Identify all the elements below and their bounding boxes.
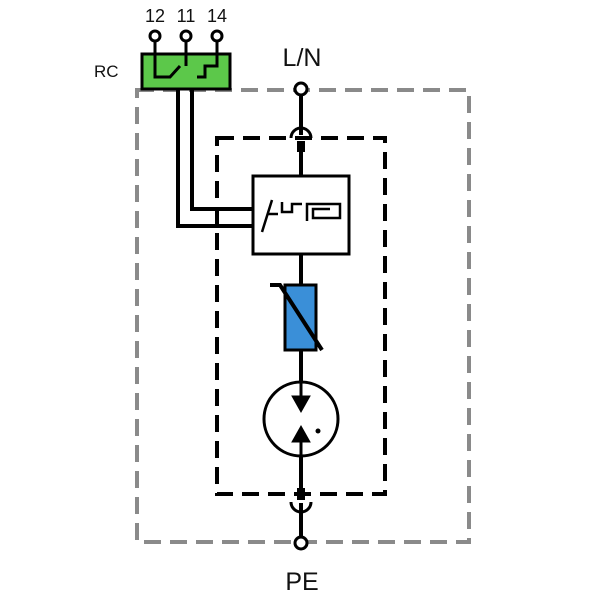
protective-earth-label: PE (285, 568, 318, 596)
terminal-label-14: 14 (207, 6, 227, 26)
terminal-11 (179, 29, 193, 43)
varistor-icon (270, 283, 324, 352)
rc-signal-wires (176, 89, 253, 228)
terminal-label-12: 12 (145, 6, 165, 26)
thermal-disconnector-icon (260, 199, 342, 233)
terminal-label-11: 11 (177, 6, 196, 26)
terminal-14 (210, 29, 224, 43)
protective-earth-terminal (293, 535, 309, 551)
terminal-12 (148, 29, 162, 43)
bottom-plug-connector (289, 488, 313, 514)
rc-label: RC (94, 62, 119, 81)
terminal-pins (148, 29, 224, 54)
line-neutral-terminal (293, 81, 309, 97)
rc-contact-symbol (153, 54, 219, 79)
top-plug-connector (289, 126, 313, 152)
spark-gap-electrodes (291, 382, 321, 456)
line-neutral-label: L/N (283, 44, 322, 72)
